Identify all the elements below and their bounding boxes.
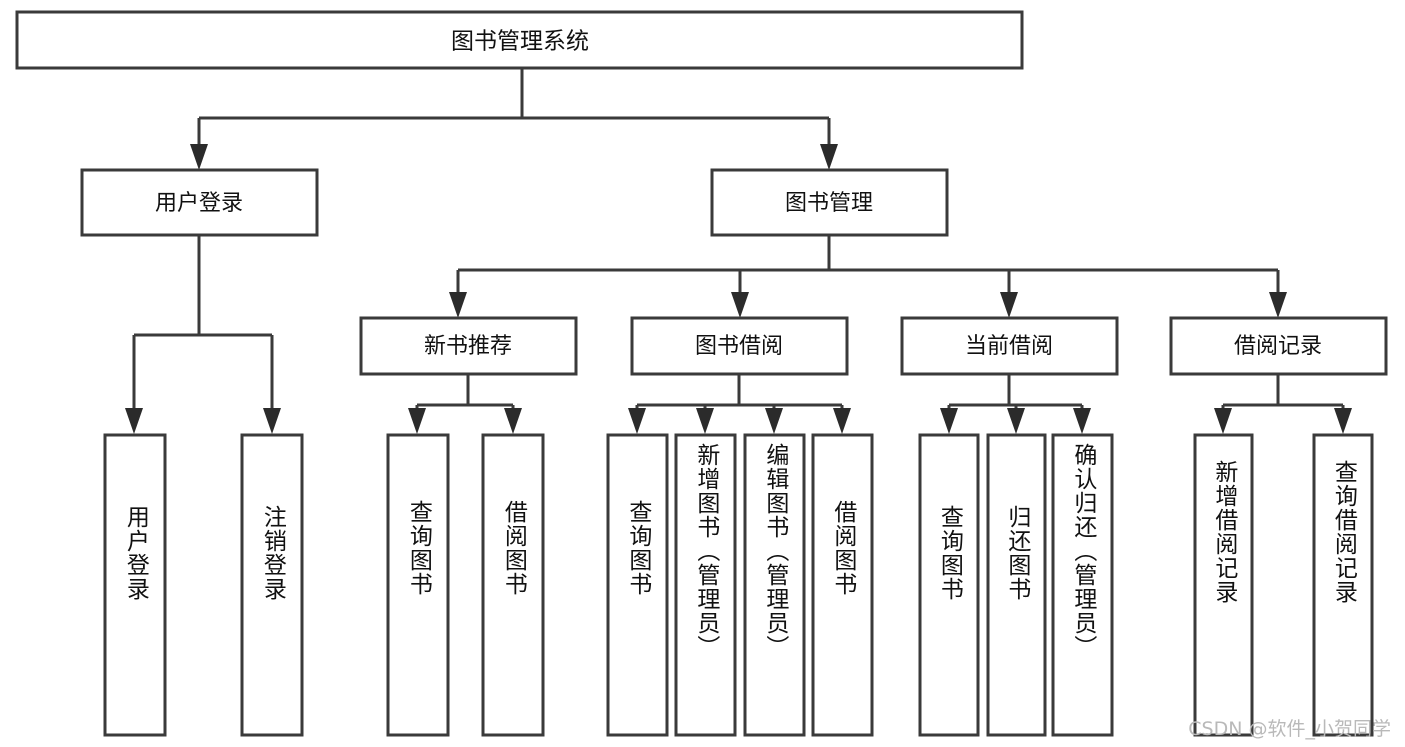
arrowhead-to-current-borrow bbox=[1000, 292, 1018, 318]
arrowhead-to-borrow-record bbox=[1269, 292, 1287, 318]
arrowhead-to-book-borrow bbox=[731, 292, 749, 318]
arrowhead-leaf-query-book-1 bbox=[408, 408, 426, 434]
node-book-borrow-box[interactable] bbox=[630, 316, 849, 376]
arrowhead-to-book-management bbox=[820, 144, 838, 170]
node-leaf-query-book-1-box[interactable] bbox=[386, 433, 450, 737]
node-leaf-logout-login-box[interactable] bbox=[240, 433, 304, 737]
node-user-login-box[interactable] bbox=[80, 168, 319, 237]
node-new-book-recommend-label: 新书推荐 bbox=[424, 334, 512, 359]
node-book-management-box[interactable] bbox=[710, 168, 949, 237]
node-leaf-return-book-box[interactable] bbox=[986, 433, 1047, 737]
arrowhead-leaf-query-borrow-record bbox=[1334, 408, 1352, 434]
node-root[interactable]: 图书管理系统 bbox=[15, 10, 1024, 70]
node-leaf-user-login-box[interactable] bbox=[103, 433, 167, 737]
node-borrow-record-label: 借阅记录 bbox=[1234, 334, 1322, 359]
node-leaf-borrow-book-2-box[interactable] bbox=[811, 433, 874, 737]
arrowhead-leaf-add-borrow-record bbox=[1214, 408, 1232, 434]
node-borrow-record[interactable]: 借阅记录 bbox=[1169, 316, 1388, 376]
node-root-label: 图书管理系统 bbox=[451, 29, 589, 55]
node-book-borrow-label: 图书借阅 bbox=[695, 334, 783, 359]
arrowhead-leaf-user-login bbox=[125, 408, 143, 434]
node-new-book-recommend-box[interactable] bbox=[359, 316, 578, 376]
arrowhead-leaf-return-book bbox=[1007, 408, 1025, 434]
node-book-management[interactable]: 图书管理 bbox=[710, 168, 949, 237]
arrowhead-leaf-query-book-3 bbox=[940, 408, 958, 434]
node-leaf-confirm-return-admin-box[interactable] bbox=[1051, 433, 1114, 737]
node-leaf-add-borrow-record-box[interactable] bbox=[1193, 433, 1254, 737]
arrowhead-leaf-logout-login bbox=[263, 408, 281, 434]
node-leaf-query-book-2-box[interactable] bbox=[606, 433, 669, 737]
node-leaf-add-book-admin-box[interactable] bbox=[674, 433, 737, 737]
node-current-borrow-label: 当前借阅 bbox=[965, 334, 1053, 359]
node-leaf-query-borrow-record-box[interactable] bbox=[1312, 433, 1374, 737]
node-user-login[interactable]: 用户登录 bbox=[80, 168, 319, 237]
node-current-borrow-box[interactable] bbox=[900, 316, 1119, 376]
arrowhead-leaf-add-book-admin bbox=[696, 408, 714, 434]
arrowhead-leaf-edit-book-admin bbox=[765, 408, 783, 434]
node-leaf-edit-book-admin-box[interactable] bbox=[743, 433, 806, 737]
node-current-borrow[interactable]: 当前借阅 bbox=[900, 316, 1119, 376]
arrowhead-leaf-confirm-return-admin bbox=[1073, 408, 1091, 434]
node-new-book-recommend[interactable]: 新书推荐 bbox=[359, 316, 578, 376]
node-book-borrow[interactable]: 图书借阅 bbox=[630, 316, 849, 376]
node-leaf-query-book-3-box[interactable] bbox=[918, 433, 980, 737]
node-root-box[interactable] bbox=[15, 10, 1024, 70]
arrowhead-to-user-login bbox=[190, 144, 208, 170]
arrowhead-leaf-borrow-book-2 bbox=[833, 408, 851, 434]
arrowhead-to-new-book-recommend bbox=[449, 292, 467, 318]
node-leaf-borrow-book-1-box[interactable] bbox=[481, 433, 545, 737]
node-user-login-label: 用户登录 bbox=[155, 191, 243, 216]
node-book-management-label: 图书管理 bbox=[785, 191, 873, 216]
connector-layer bbox=[125, 68, 1352, 434]
arrowhead-leaf-query-book-2 bbox=[628, 408, 646, 434]
node-borrow-record-box[interactable] bbox=[1169, 316, 1388, 376]
arrowhead-leaf-borrow-book-1 bbox=[504, 408, 522, 434]
